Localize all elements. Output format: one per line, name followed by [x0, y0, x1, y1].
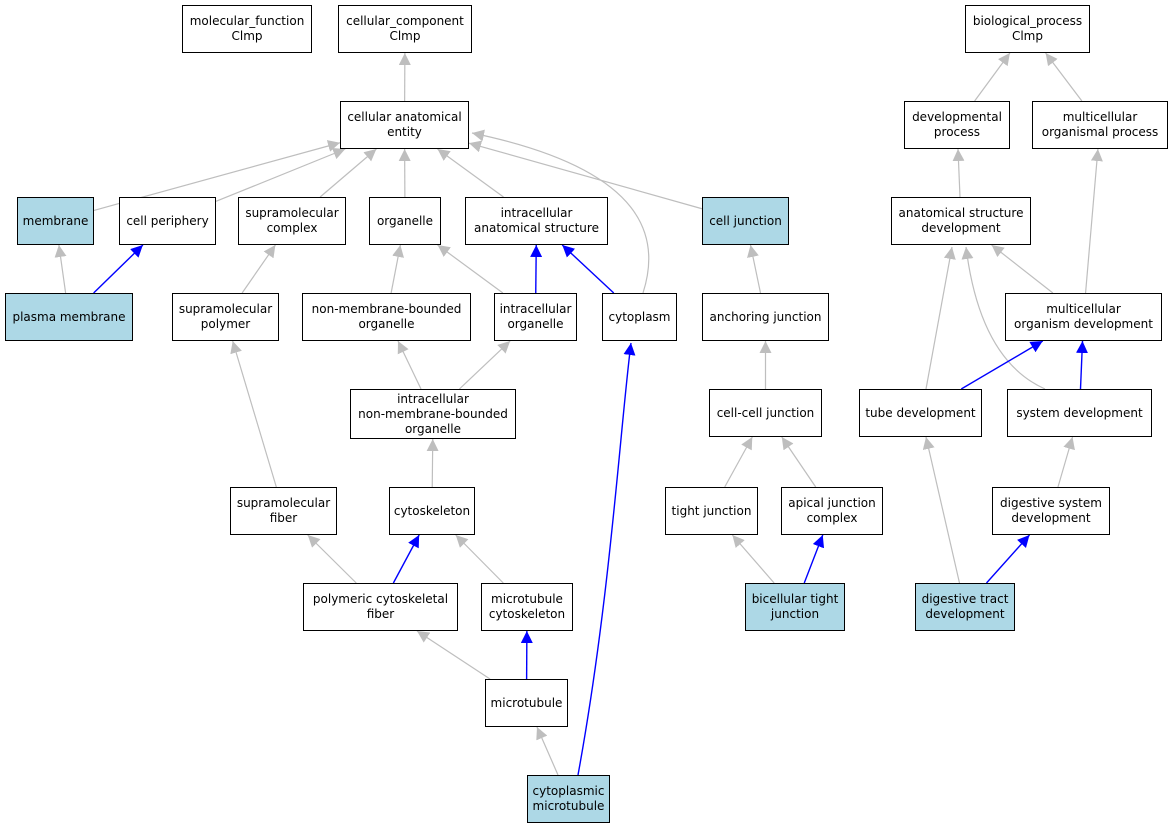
- node-supramolecular-polymer[interactable]: supramolecular polymer: [172, 293, 279, 341]
- node-bicellular-tight-junction[interactable]: bicellular tight junction: [745, 583, 845, 631]
- node-cell-periphery[interactable]: cell periphery: [119, 197, 216, 245]
- node-multicellular-organism-development[interactable]: multicellular organism development: [1005, 293, 1162, 341]
- node-intracellular-anatomical-structure[interactable]: intracellular anatomical structure: [465, 197, 608, 245]
- node-developmental-process[interactable]: developmental process: [904, 101, 1010, 149]
- node-cytoskeleton[interactable]: cytoskeleton: [389, 487, 475, 535]
- node-cellular-anatomical-entity[interactable]: cellular anatomical entity: [340, 101, 469, 149]
- node-cytoplasmic-microtubule[interactable]: cytoplasmic microtubule: [527, 775, 610, 823]
- node-plasma-membrane[interactable]: plasma membrane: [5, 293, 133, 341]
- node-molecular-function[interactable]: molecular_function Clmp: [182, 5, 312, 53]
- node-membrane[interactable]: membrane: [17, 197, 94, 245]
- node-tube-development[interactable]: tube development: [859, 389, 982, 437]
- node-tight-junction[interactable]: tight junction: [665, 487, 758, 535]
- node-digestive-tract-development[interactable]: digestive tract development: [915, 583, 1015, 631]
- node-polymeric-cytoskeletal-fiber[interactable]: polymeric cytoskeletal fiber: [303, 583, 458, 631]
- node-apical-junction-complex[interactable]: apical junction complex: [781, 487, 883, 535]
- node-system-development[interactable]: system development: [1007, 389, 1152, 437]
- node-non-membrane-bounded-organelle[interactable]: non-membrane-bounded organelle: [302, 293, 471, 341]
- node-anchoring-junction[interactable]: anchoring junction: [702, 293, 829, 341]
- node-microtubule-cytoskeleton[interactable]: microtubule cytoskeleton: [481, 583, 573, 631]
- node-cell-cell-junction[interactable]: cell-cell junction: [709, 389, 822, 437]
- node-digestive-system-development[interactable]: digestive system development: [992, 487, 1110, 535]
- node-biological-process[interactable]: biological_process Clmp: [965, 5, 1090, 53]
- node-cellular-component[interactable]: cellular_component Clmp: [338, 5, 472, 53]
- node-intracellular-organelle[interactable]: intracellular organelle: [494, 293, 577, 341]
- node-organelle[interactable]: organelle: [369, 197, 441, 245]
- node-intracellular-nmb-organelle[interactable]: intracellular non-membrane-bounded organ…: [350, 389, 516, 439]
- node-cell-junction[interactable]: cell junction: [702, 197, 789, 245]
- node-supramolecular-complex[interactable]: supramolecular complex: [238, 197, 346, 245]
- node-cytoplasm[interactable]: cytoplasm: [602, 293, 677, 341]
- node-anatomical-structure-development[interactable]: anatomical structure development: [891, 197, 1031, 245]
- node-supramolecular-fiber[interactable]: supramolecular fiber: [230, 487, 337, 535]
- node-multicellular-organismal-process[interactable]: multicellular organismal process: [1032, 101, 1168, 149]
- node-microtubule[interactable]: microtubule: [485, 679, 568, 727]
